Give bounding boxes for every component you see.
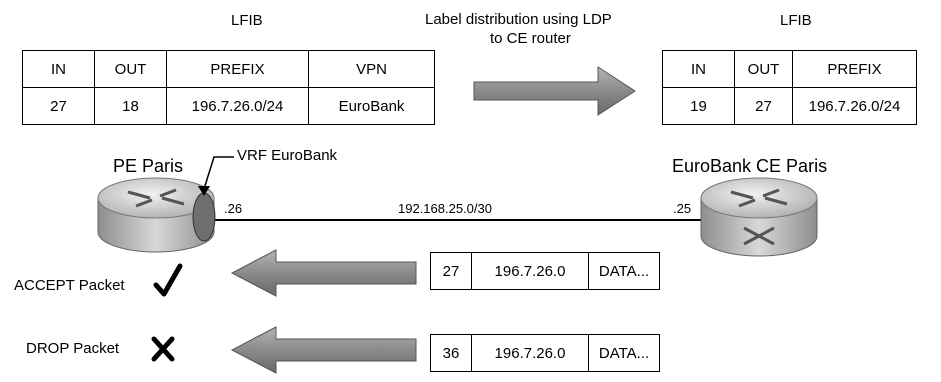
vrf-callout-line bbox=[203, 156, 234, 190]
drop-packet-prefix: 196.7.26.0 bbox=[471, 334, 589, 372]
left-lfib-header-vpn: VPN bbox=[308, 50, 435, 88]
left-lfib-header-out: OUT bbox=[94, 50, 167, 88]
left-lfib-header-in: IN bbox=[22, 50, 95, 88]
left-lfib-header-prefix: PREFIX bbox=[166, 50, 309, 88]
right-lfib-prefix: 196.7.26.0/24 bbox=[792, 87, 917, 125]
distribution-label-line1: Label distribution using LDP bbox=[425, 11, 612, 28]
label-distribution-arrow bbox=[473, 66, 636, 116]
accept-packet-row: 27 196.7.26.0 DATA... bbox=[430, 252, 660, 290]
right-lfib-header-in: IN bbox=[662, 50, 735, 88]
accept-packet-label-text: ACCEPT Packet bbox=[14, 277, 125, 294]
pe-paris-router-icon bbox=[97, 177, 215, 253]
pe-paris-label: PE Paris bbox=[113, 156, 184, 176]
vrf-eurobank-label: VRF EuroBank bbox=[237, 147, 338, 164]
accept-packet-prefix: 196.7.26.0 bbox=[471, 252, 589, 290]
left-lfib-table: IN OUT PREFIX VPN 27 18 196.7.26.0/24 Eu… bbox=[22, 50, 435, 125]
right-lfib-table: IN OUT PREFIX 19 27 196.7.26.0/24 bbox=[662, 50, 917, 125]
accept-packet-table: 27 196.7.26.0 DATA... bbox=[430, 252, 660, 290]
distribution-label-line2: to CE router bbox=[490, 30, 571, 47]
accept-packet-payload: DATA... bbox=[588, 252, 660, 290]
vrf-callout-arrowhead bbox=[198, 186, 210, 196]
drop-packet-table: 36 196.7.26.0 DATA... bbox=[430, 334, 660, 372]
accept-packet-label: 27 bbox=[430, 252, 472, 290]
right-lfib-out: 27 bbox=[734, 87, 793, 125]
left-lfib-title: LFIB bbox=[231, 12, 263, 29]
eurobank-ce-paris-label: EuroBank CE Paris bbox=[672, 156, 828, 176]
right-lfib-header-prefix: PREFIX bbox=[792, 50, 917, 88]
left-lfib-row: 27 18 196.7.26.0/24 EuroBank bbox=[22, 87, 435, 125]
right-lfib-header-row: IN OUT PREFIX bbox=[662, 50, 917, 88]
drop-packet-row: 36 196.7.26.0 DATA... bbox=[430, 334, 660, 372]
right-lfib-in: 19 bbox=[662, 87, 735, 125]
right-lfib-title: LFIB bbox=[780, 12, 812, 29]
drop-packet-arrow bbox=[230, 326, 417, 374]
link-subnet-label: 192.168.25.0/30 bbox=[398, 201, 492, 216]
x-icon bbox=[151, 336, 175, 362]
accept-packet-arrow bbox=[230, 249, 417, 297]
left-lfib-vpn: EuroBank bbox=[308, 87, 435, 125]
ce-interface-label: .25 bbox=[673, 201, 692, 216]
check-icon bbox=[153, 263, 183, 297]
drop-packet-payload: DATA... bbox=[588, 334, 660, 372]
pe-interface-label: .26 bbox=[224, 201, 243, 216]
left-lfib-header-row: IN OUT PREFIX VPN bbox=[22, 50, 435, 88]
left-lfib-out: 18 bbox=[94, 87, 167, 125]
drop-packet-label: 36 bbox=[430, 334, 472, 372]
drop-packet-label-text: DROP Packet bbox=[26, 340, 120, 357]
right-lfib-row: 19 27 196.7.26.0/24 bbox=[662, 87, 917, 125]
left-lfib-prefix: 196.7.26.0/24 bbox=[166, 87, 309, 125]
vrf-interface-icon bbox=[192, 192, 216, 242]
ce-paris-router-icon bbox=[700, 177, 818, 257]
